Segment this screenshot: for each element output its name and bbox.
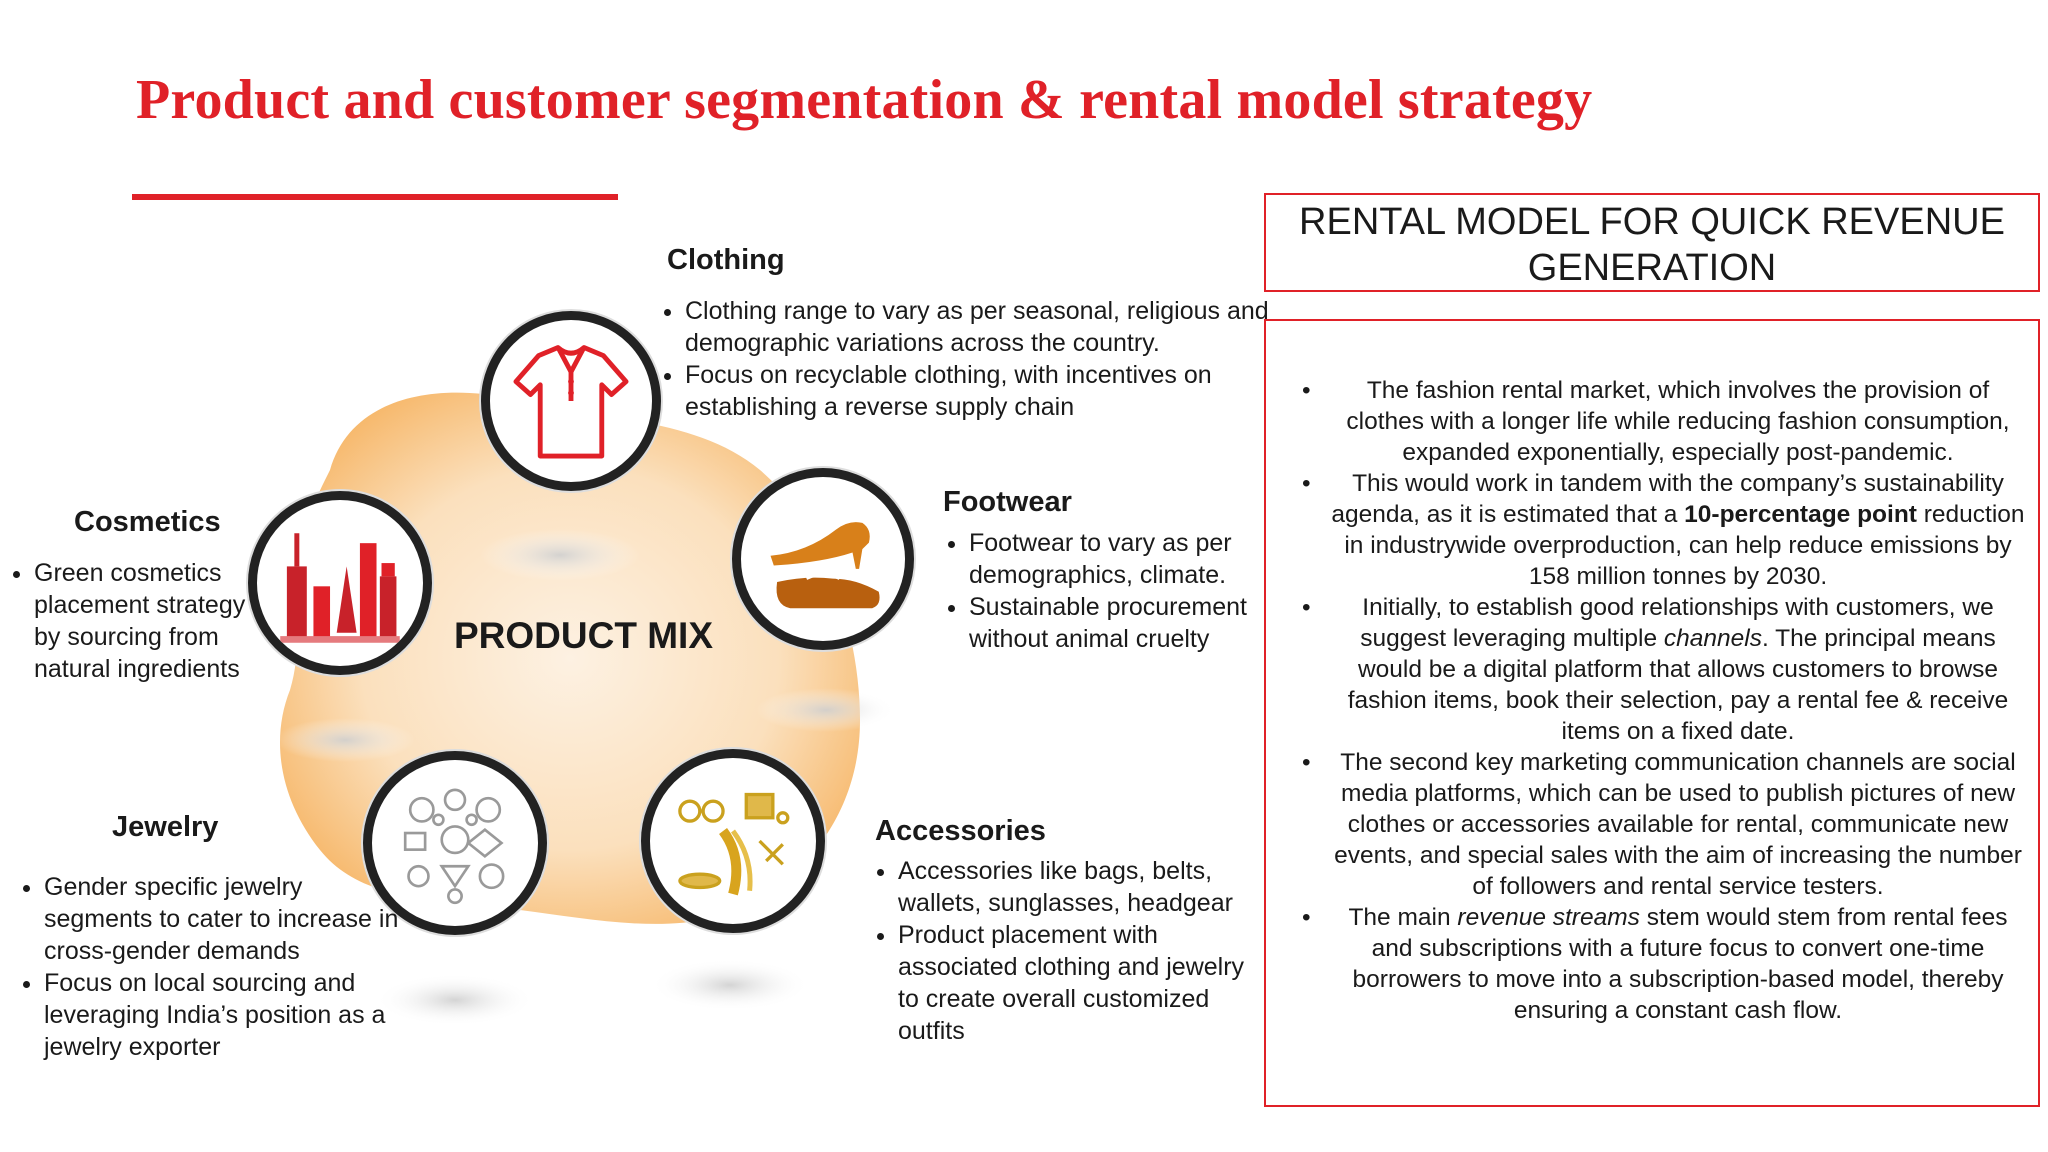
jewelry-icon [403,788,505,905]
rental-point-text: This would work in tandem with the compa… [1331,470,2004,528]
jewelry-bullets: Gender specific jewelry segments to cate… [14,871,404,1063]
shoe-icon [770,522,880,609]
clothing-icon-circle [481,311,661,491]
cosmetics-bullets: Green cosmetics placement strategy by so… [4,557,264,685]
rental-point-text: . The principal means would be a digital… [1347,625,2009,745]
rental-point-text: The second key marketing communication c… [1334,749,2022,900]
rental-point-text: The fashion rental market, which involve… [1346,377,2010,466]
rental-point: The second key marketing communication c… [1302,747,2030,902]
rental-point: This would work in tandem with the compa… [1302,468,2030,592]
slide-title: Product and customer segmentation & rent… [136,69,1593,131]
cosmetics-title: Cosmetics [74,506,221,538]
jewelry-bullet: Gender specific jewelry segments to cate… [44,871,404,967]
rental-model-heading: RENTAL MODEL FOR QUICK REVENUE GENERATIO… [1264,193,2040,292]
footwear-bullet: Footwear to vary as per demographics, cl… [969,527,1269,591]
accessories-bullets: Accessories like bags, belts, wallets, s… [868,855,1268,1047]
shirt-icon [513,345,629,459]
rental-point-text: Initially, to establish good relationshi… [1360,594,1994,652]
rental-point-text: stem would stem from rental fees and sub… [1352,904,2008,1024]
rental-point-emphasis: 10-percentage point [1684,501,1917,528]
footwear-title: Footwear [943,486,1072,518]
rental-point-text: reduction in industrywide overproduction… [1344,501,2025,590]
rental-point: The main revenue streams stem would stem… [1302,902,2030,1026]
rental-point-emphasis: channels [1663,625,1762,652]
accessories-title: Accessories [875,815,1046,847]
clothing-bullets: Clothing range to vary as per seasonal, … [655,295,1275,423]
jewelry-title: Jewelry [112,811,219,843]
rental-point: The fashion rental market, which involve… [1302,375,2030,468]
clothing-bullet: Clothing range to vary as per seasonal, … [685,295,1275,359]
accessories-bullet: Accessories like bags, belts, wallets, s… [898,855,1268,919]
rental-point-text: The main [1348,904,1458,931]
accessories-bullet: Product placement with associated clothi… [898,919,1268,1047]
accessories-icon [678,792,790,896]
accessories-icon-circle [641,749,825,933]
jewelry-icon-circle [363,751,547,935]
clothing-bullet: Focus on recyclable clothing, with incen… [685,359,1275,423]
title-underline [132,194,618,200]
product-mix-label: PRODUCT MIX [454,615,713,656]
jewelry-bullet: Focus on local sourcing and leveraging I… [44,967,404,1063]
footwear-bullet: Sustainable procurement without animal c… [969,591,1269,655]
clothing-title: Clothing [667,244,785,276]
rental-point-emphasis: revenue streams [1457,904,1640,931]
footwear-bullets: Footwear to vary as per demographics, cl… [939,527,1269,655]
footwear-icon-circle [732,468,914,650]
rental-point: Initially, to establish good relationshi… [1302,592,2030,747]
cosmetics-icon-circle [248,491,432,675]
cosmetics-bullet: Green cosmetics placement strategy by so… [34,557,264,685]
cosmetics-icon [280,533,400,643]
rental-model-body: The fashion rental market, which involve… [1264,319,2040,1107]
rental-model-points: The fashion rental market, which involve… [1294,375,2030,1026]
